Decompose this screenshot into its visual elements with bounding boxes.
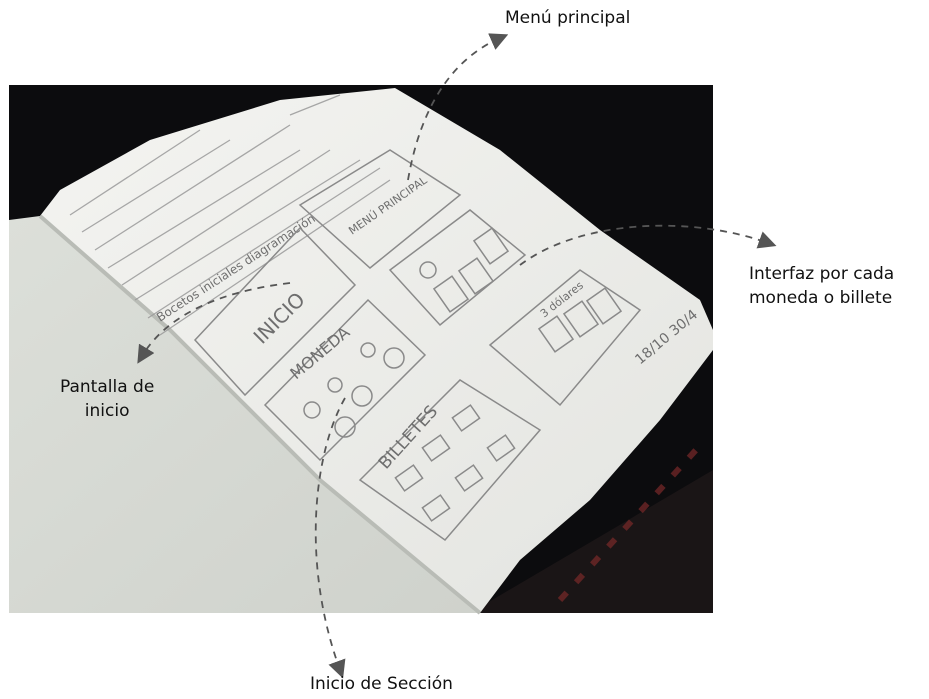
- notebook-photo: Bocetos iniciales diagramación: [9, 85, 713, 615]
- callout-inicio-line2: inicio: [84, 401, 130, 421]
- spine-shadow: [38, 214, 482, 615]
- right-shadow: [700, 280, 713, 330]
- sketch-box-tres-dolares: [488, 269, 642, 407]
- wireframe-boxes: [193, 149, 642, 542]
- callout-arrows: [137, 33, 777, 679]
- callout-inicio-seccion: Inicio de Sección: [310, 674, 453, 694]
- left-page: [9, 216, 480, 613]
- callout-menu-principal: Menú principal: [505, 8, 631, 28]
- sketch-box-billetes: [358, 379, 542, 542]
- sketch-box-dollar: [388, 209, 527, 327]
- right-page: [40, 88, 713, 613]
- arrow-menu-principal: [407, 33, 509, 181]
- notebook-cover: [470, 470, 713, 613]
- arrow-inicio-seccion: [314, 397, 346, 679]
- callout-pantalla-inicio: Pantalla de inicio: [60, 375, 154, 423]
- sketch-box-moneda: [263, 298, 427, 462]
- sketch-box-inicio: [193, 226, 357, 397]
- handwritten-notes: [69, 94, 391, 336]
- arrow-moneda-billete: [519, 224, 777, 266]
- sketch-box-menu: [298, 149, 462, 269]
- callout-moneda-line1: Interfaz por cada: [749, 264, 895, 284]
- callout-moneda-billete: Interfaz por cada moneda o billete: [749, 262, 894, 310]
- callout-moneda-line2: moneda o billete: [749, 288, 893, 308]
- callout-inicio-line1: Pantalla de: [60, 377, 155, 397]
